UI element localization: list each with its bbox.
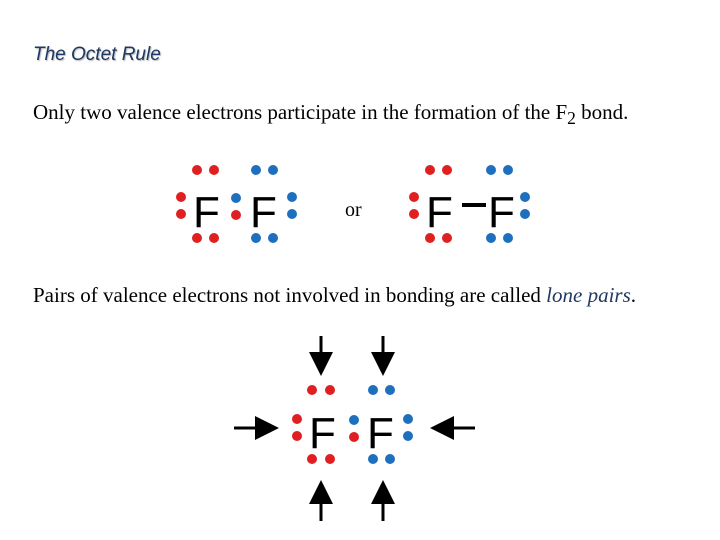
fluorine-atom-left: F — [193, 188, 220, 237]
bond-description: Only two valence electrons participate i… — [33, 100, 683, 130]
lewis-dot-structure-f2: F F — [176, 165, 297, 243]
lone-pair-description-end: . — [630, 283, 637, 307]
slide-title: The Octet Rule — [33, 44, 161, 65]
bond-description-end: bond. — [575, 100, 629, 124]
lone-pair-description: Pairs of valence electrons not involved … — [33, 283, 683, 307]
fluorine-atom-left: F — [426, 188, 453, 237]
lewis-line-structure-f2: F F — [409, 165, 530, 243]
lone-pair-structure-f2: F F — [234, 336, 475, 521]
fluorine-atom-left: F — [309, 409, 336, 458]
lone-pair-description-text: Pairs of valence electrons not involved … — [33, 283, 547, 307]
bond-description-text: Only two valence electrons participate i… — [33, 100, 568, 124]
fluorine-atom-right: F — [367, 409, 394, 458]
lone-pairs-term: lone pairs — [546, 283, 631, 307]
bond-description-subscript: 2 — [567, 108, 576, 129]
fluorine-atom-right: F — [488, 188, 515, 237]
fluorine-atom-right: F — [250, 188, 277, 237]
or-connector: or — [345, 199, 362, 221]
